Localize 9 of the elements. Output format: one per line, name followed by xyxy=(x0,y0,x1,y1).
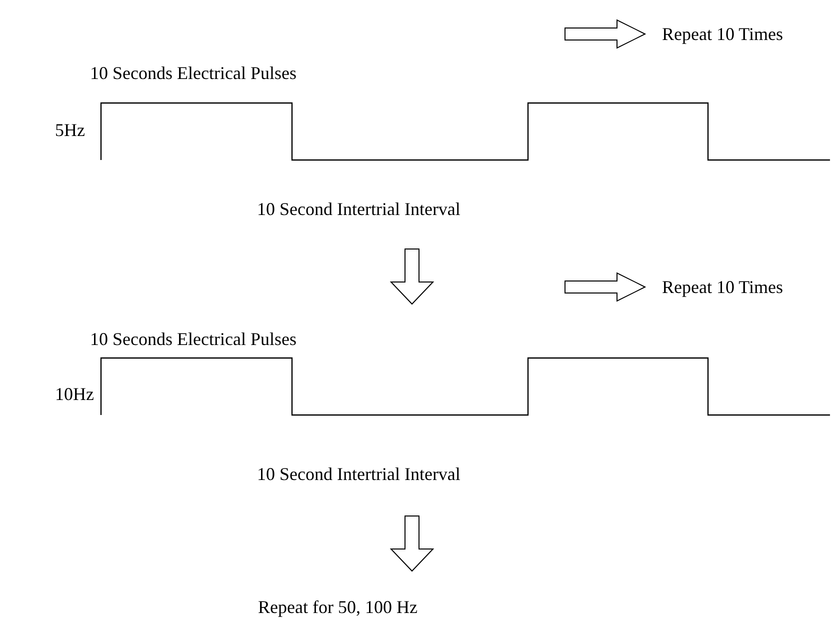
interval-caption: 10 Second Intertrial Interval xyxy=(257,464,460,484)
pulse-caption: 10 Seconds Electrical Pulses xyxy=(90,329,296,349)
interval-caption: 10 Second Intertrial Interval xyxy=(257,199,460,219)
pulse-caption: 10 Seconds Electrical Pulses xyxy=(90,63,296,83)
repeat-note: Repeat 10 Times xyxy=(662,24,784,44)
repeat-note: Repeat for 50, 100 Hz xyxy=(258,597,418,617)
repeat-note: Repeat 10 Times xyxy=(662,277,784,297)
frequency-label: 5Hz xyxy=(55,120,85,140)
frequency-label: 10Hz xyxy=(55,384,94,404)
